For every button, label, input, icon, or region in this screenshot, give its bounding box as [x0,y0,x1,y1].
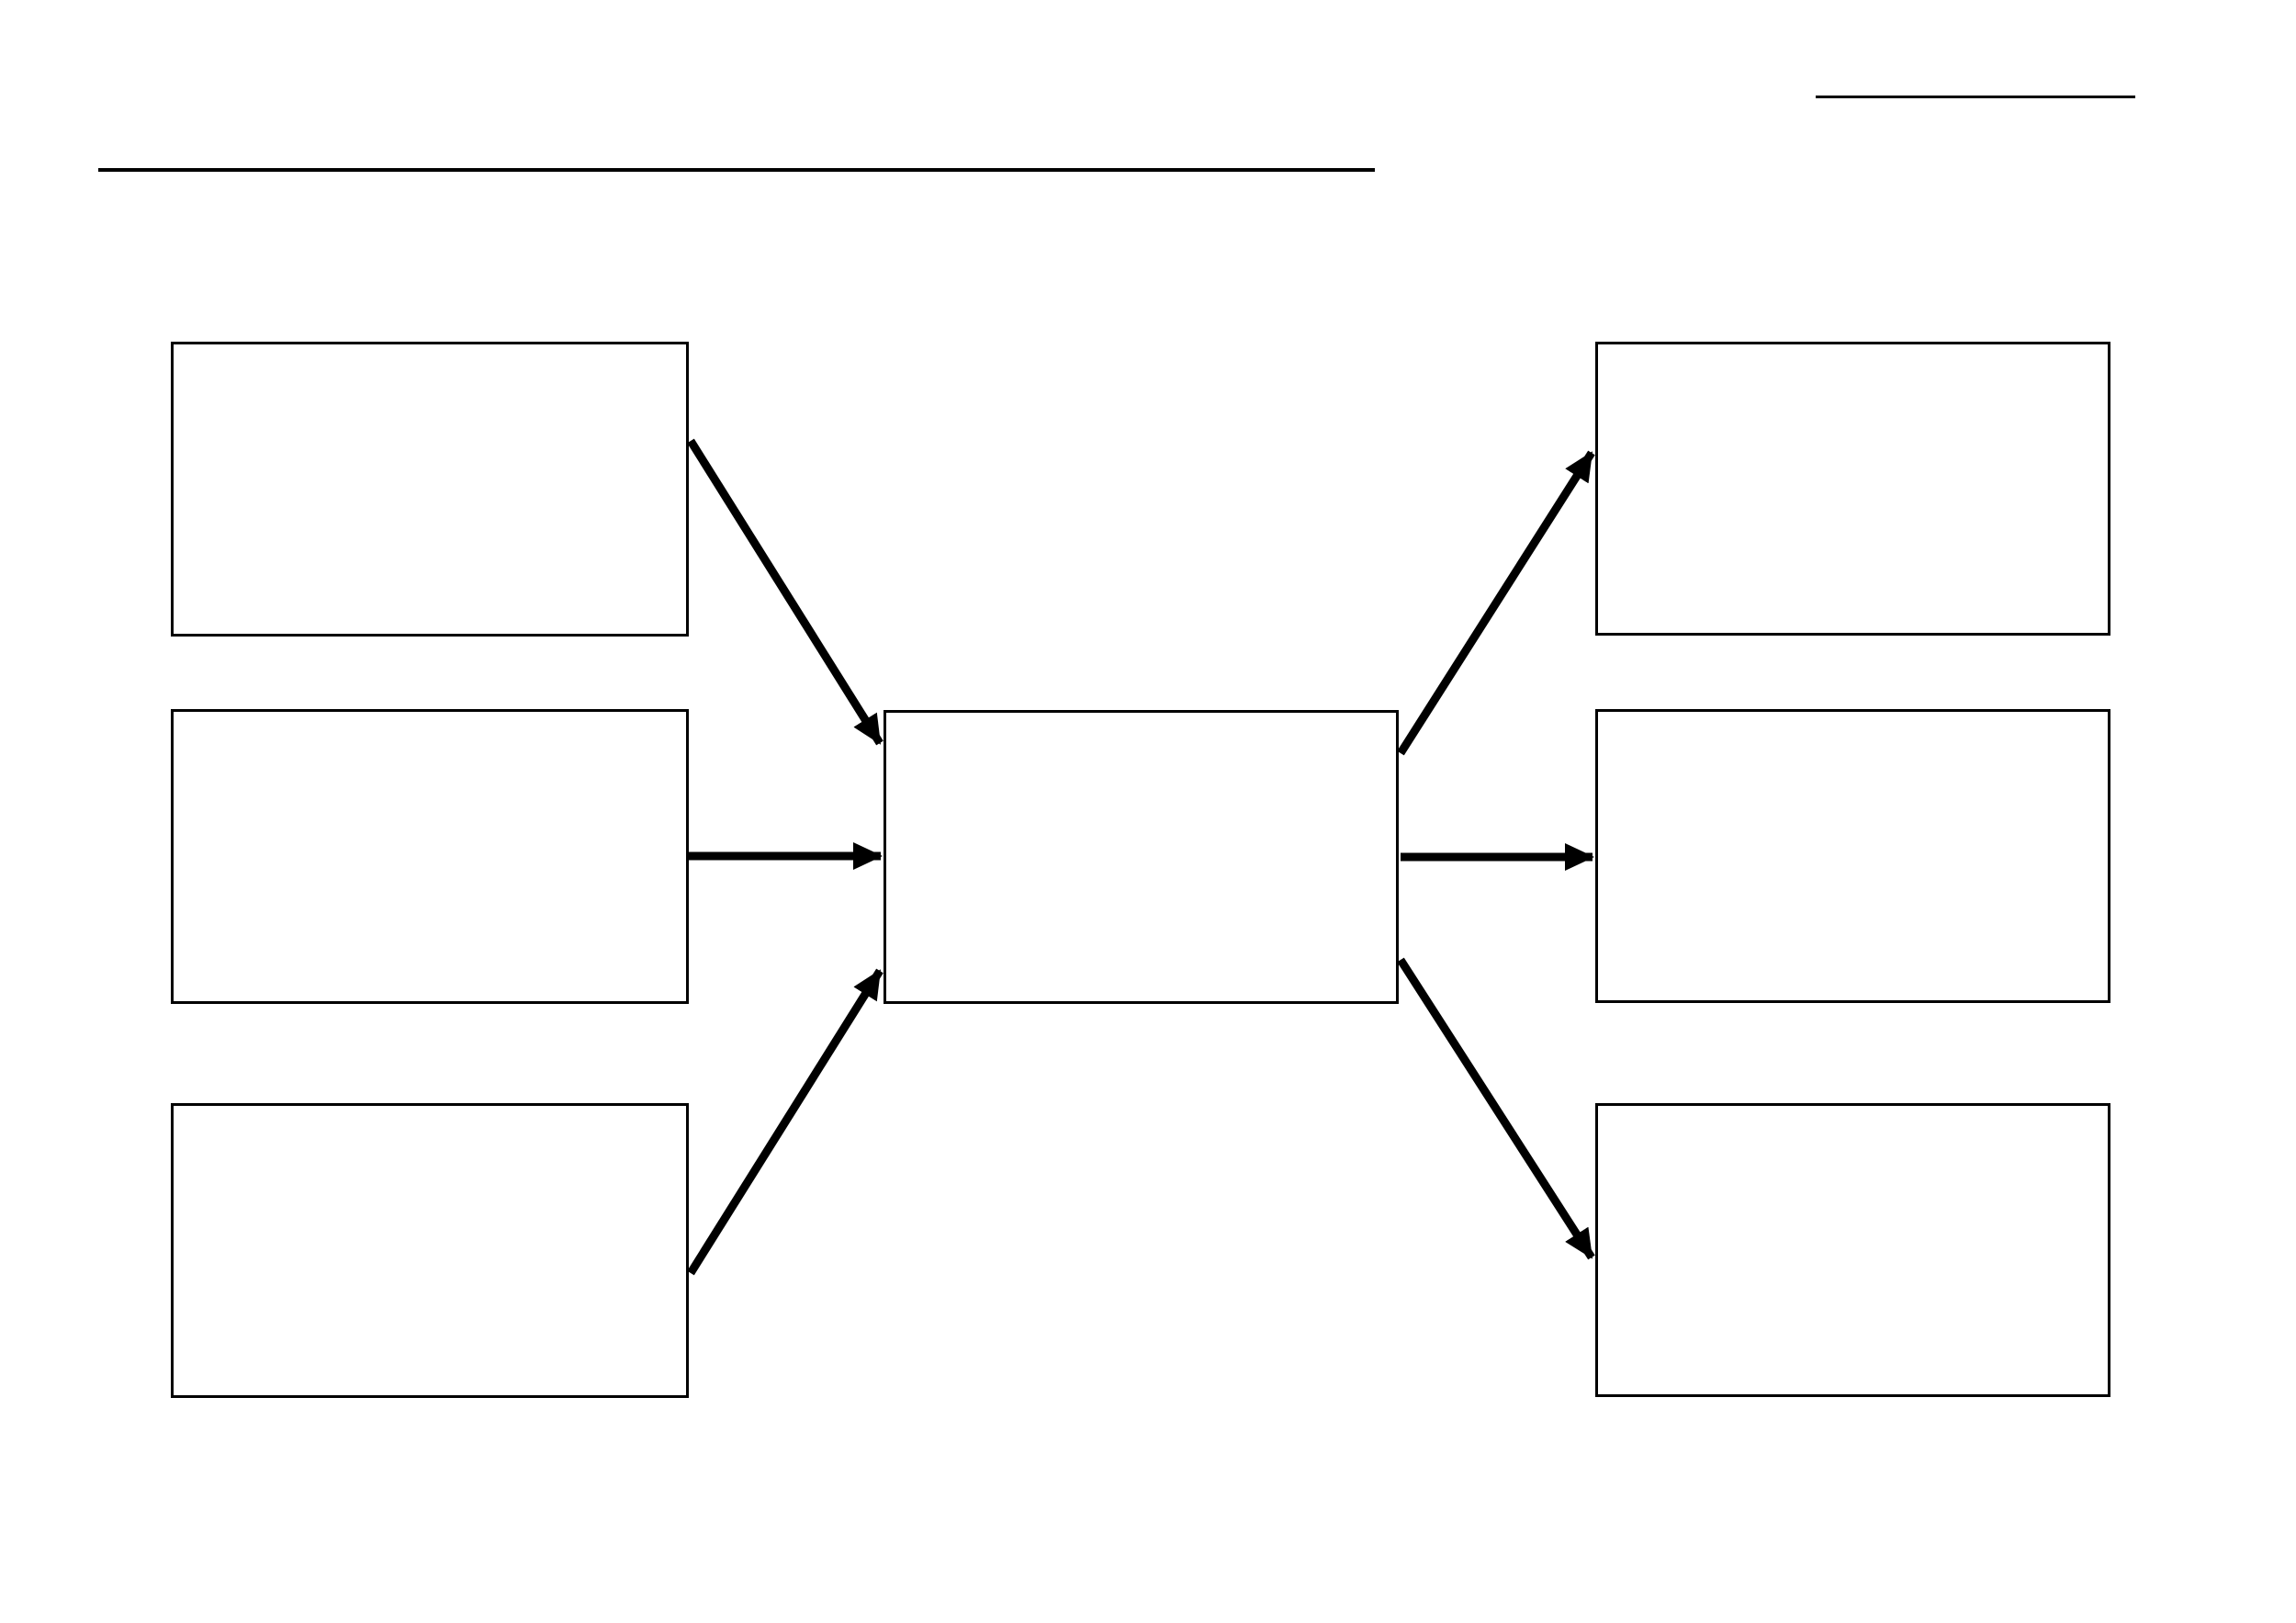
name-blank-line[interactable] [1816,96,2135,98]
node-left-3[interactable] [171,1103,689,1398]
node-center[interactable] [884,710,1399,1004]
arrow-center-to-right3 [1397,957,1595,1260]
node-left-2[interactable] [171,709,689,1004]
arrow-left3-to-center [687,968,884,1276]
title-blank-line[interactable] [98,168,1375,172]
node-right-1[interactable] [1595,342,2110,636]
arrow-center-to-right1 [1397,450,1595,756]
arrow-left1-to-center [687,438,884,746]
node-right-3[interactable] [1595,1103,2110,1397]
node-left-1[interactable] [171,342,689,637]
node-right-2[interactable] [1595,709,2110,1003]
